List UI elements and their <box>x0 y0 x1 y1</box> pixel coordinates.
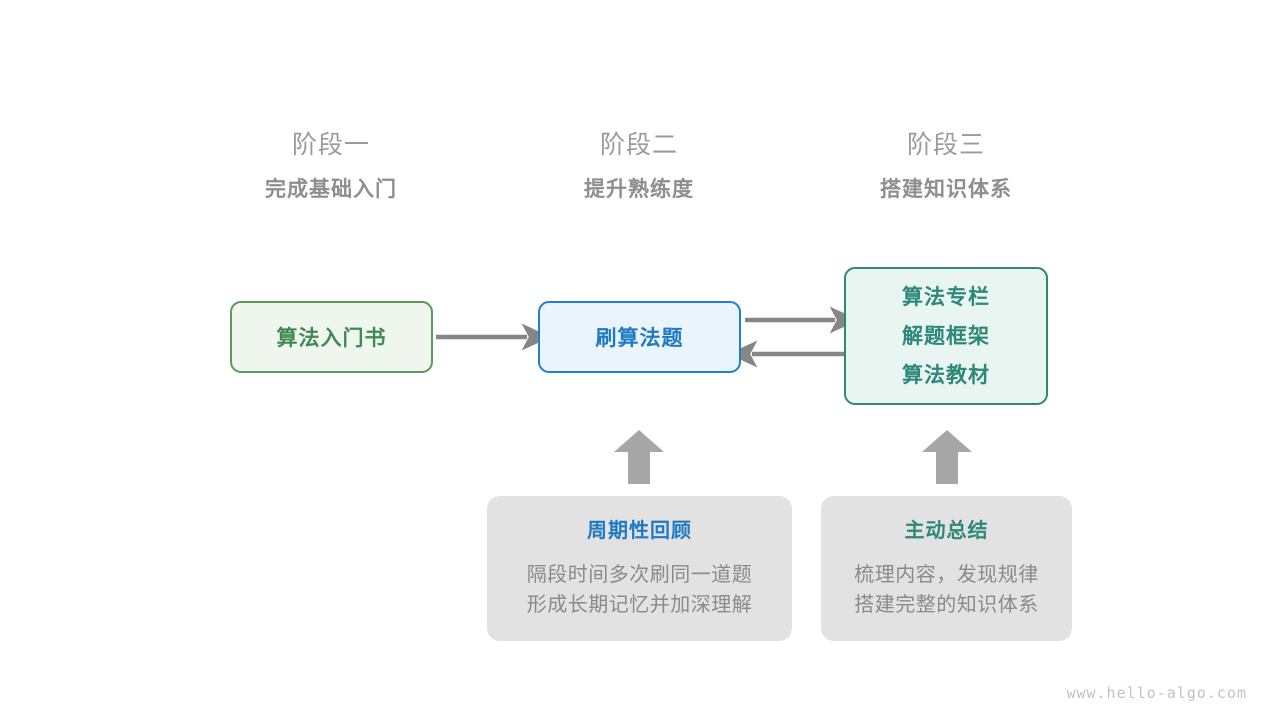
note-card-active-summary-title: 主动总结 <box>904 520 989 542</box>
note-body-line-2: 搭建完整的知识体系 <box>854 594 1039 616</box>
note-card-periodic-review-body: 隔段时间多次刷同一道题 形成长期记忆并加深理解 <box>527 560 753 620</box>
node-learning-resources[interactable]: 算法专栏 解题框架 算法教材 <box>844 267 1048 405</box>
node-algorithm-book[interactable]: 算法入门书 <box>230 301 433 373</box>
arrow-summary-to-resources <box>922 430 972 484</box>
watermark-url: www.hello-algo.com <box>1066 684 1247 702</box>
note-card-active-summary[interactable]: 主动总结 梳理内容，发现规律 搭建完整的知识体系 <box>821 496 1072 641</box>
stage-heading-1: 阶段一 完成基础入门 <box>201 128 461 206</box>
stage-3-subtitle: 搭建知识体系 <box>880 178 1012 201</box>
note-card-periodic-review[interactable]: 周期性回顾 隔段时间多次刷同一道题 形成长期记忆并加深理解 <box>487 496 792 641</box>
note-body-line-2: 形成长期记忆并加深理解 <box>526 594 753 616</box>
node-resources-line-2: 解题框架 <box>902 324 990 348</box>
node-resources-line-3: 算法教材 <box>902 363 990 387</box>
node-practice-problems[interactable]: 刷算法题 <box>538 301 741 373</box>
stage-2-title: 阶段二 <box>599 131 678 159</box>
stage-1-title: 阶段一 <box>291 131 370 159</box>
node-algorithm-book-label: 算法入门书 <box>276 327 387 350</box>
node-practice-problems-label: 刷算法题 <box>595 327 684 350</box>
stage-heading-3: 阶段三 搭建知识体系 <box>816 128 1076 206</box>
stage-2-subtitle: 提升熟练度 <box>584 178 694 201</box>
stage-heading-2: 阶段二 提升熟练度 <box>509 128 769 206</box>
node-resources-line-1: 算法专栏 <box>902 285 990 309</box>
arrow-review-to-practice <box>614 430 664 484</box>
note-body-line-1: 隔段时间多次刷同一道题 <box>526 564 753 586</box>
stage-1-subtitle: 完成基础入门 <box>265 178 397 201</box>
note-card-periodic-review-title: 周期性回顾 <box>587 520 692 542</box>
stage-3-title: 阶段三 <box>906 131 985 159</box>
note-body-line-1: 梳理内容，发现规律 <box>854 564 1039 586</box>
note-card-active-summary-body: 梳理内容，发现规律 搭建完整的知识体系 <box>854 560 1039 620</box>
